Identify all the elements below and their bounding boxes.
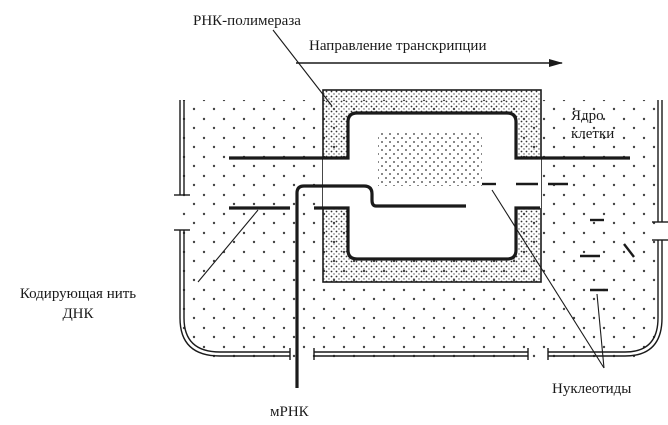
transcription-direction-label: Направление транскрипции: [309, 38, 486, 54]
nucleus-label-line1: Ядро: [571, 108, 604, 124]
mrna-strand: [295, 184, 466, 388]
nucleotides-label: Нуклеотиды: [552, 381, 631, 397]
rna-polymerase-label: РНК-полимераза: [193, 13, 301, 29]
dna-strands: [229, 111, 630, 261]
free-nucleotides: [482, 182, 635, 292]
nucleus-label-line2: клетки: [571, 126, 614, 142]
coding-strand-label-line2: ДНК: [62, 306, 94, 322]
coding-strand-label-line1: Кодирующая нить: [20, 286, 136, 302]
leader-lines: [197, 29, 605, 369]
mrna-label: мРНК: [270, 404, 310, 420]
